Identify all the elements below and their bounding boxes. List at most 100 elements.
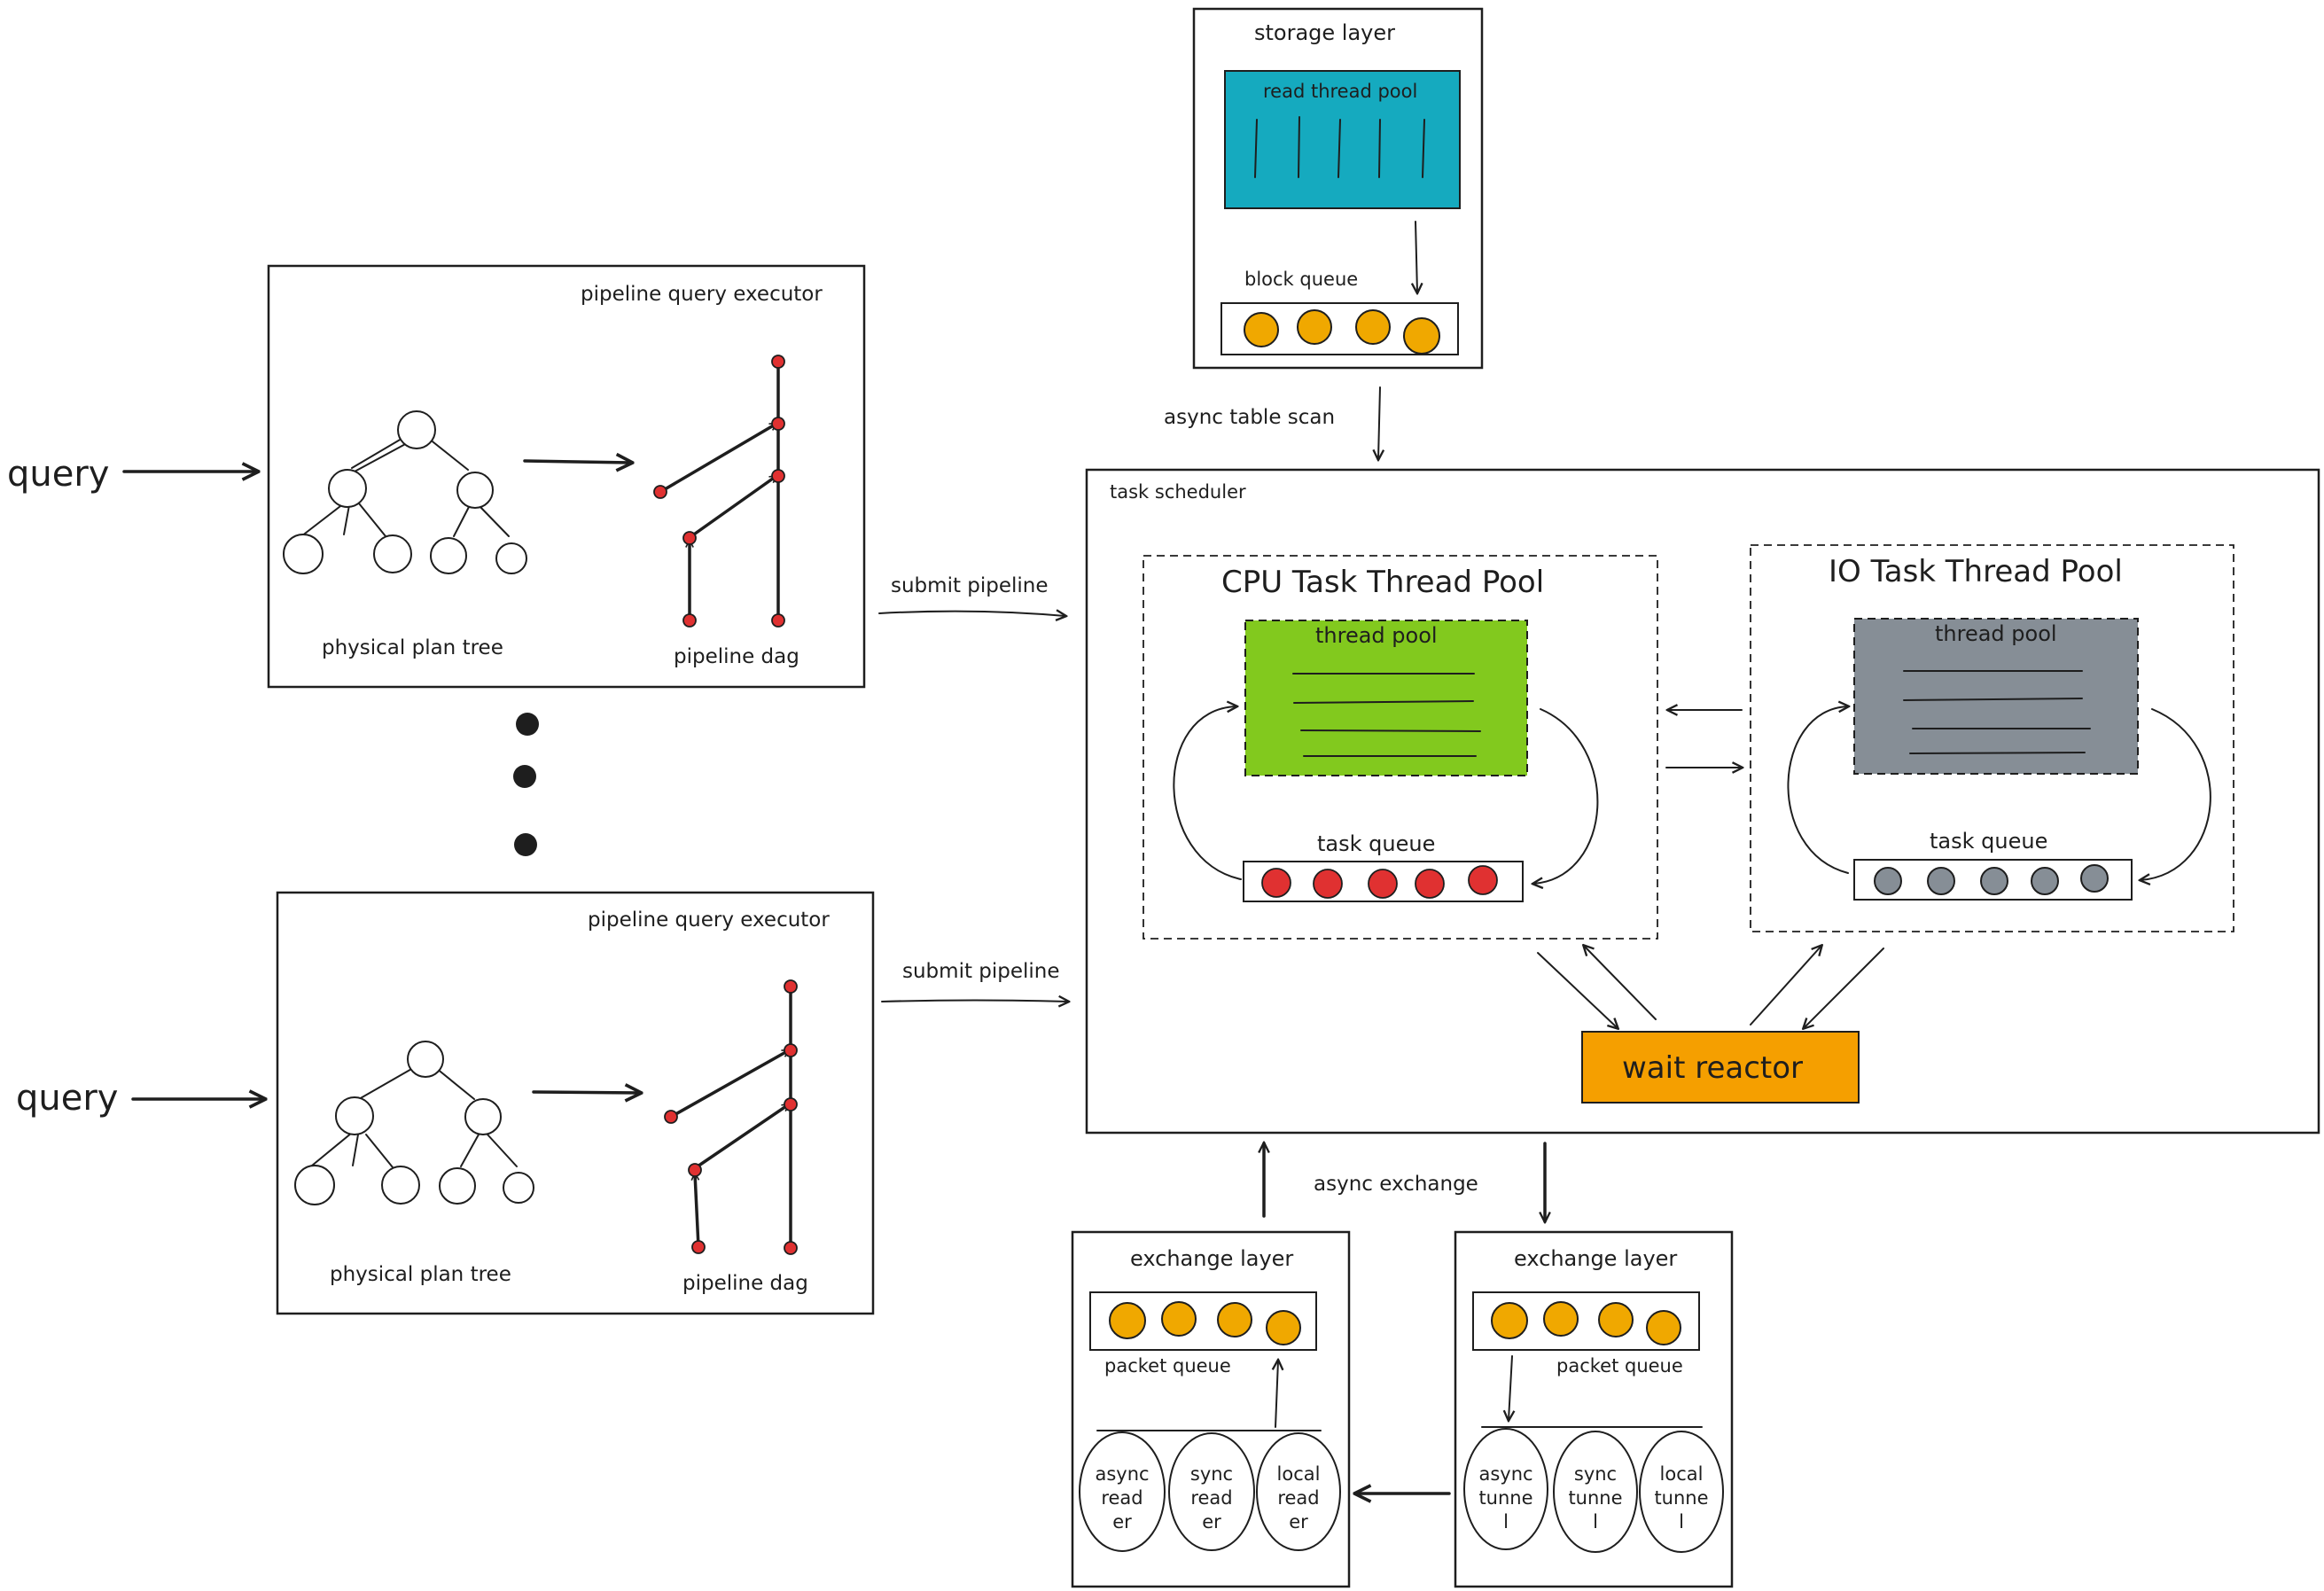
- io-to-reactor-arrow: [1804, 948, 1884, 1028]
- executor-1-title: pipeline query executor: [581, 283, 823, 306]
- executor-2-box: [276, 891, 875, 1315]
- dag-node: [771, 469, 785, 483]
- submit-pipeline-label-1: submit pipeline: [891, 574, 1049, 597]
- reactor-to-io-arrow: [1750, 946, 1821, 1026]
- io-thread-pool-label: thread pool: [1935, 621, 2057, 646]
- plan-node: [464, 1098, 502, 1135]
- block-item: [1244, 312, 1279, 347]
- io-loop-arrow-left: [1787, 706, 1848, 874]
- local-reader-node: [1256, 1432, 1341, 1551]
- plan-node: [503, 1172, 534, 1204]
- cpu-task: [1468, 865, 1498, 895]
- scan-arrow: [1378, 386, 1380, 459]
- packet-queue-right-label: packet queue: [1556, 1355, 1683, 1377]
- io-thread-pool: [1853, 618, 2139, 775]
- cpu-task-queue-label: task queue: [1317, 831, 1435, 856]
- dag-node: [688, 1163, 702, 1177]
- cpu-loop-arrow-right: [1533, 708, 1599, 884]
- plan-node: [283, 534, 324, 574]
- block-item: [1355, 309, 1391, 345]
- plan-to-dag-arrow-2: [532, 1092, 640, 1093]
- cpu-loop-arrow-left: [1173, 706, 1242, 880]
- io-loop-arrow-right: [2141, 708, 2211, 880]
- task-scheduler-box: [1085, 468, 2320, 1135]
- query-label-1: query: [7, 454, 109, 495]
- async-tunnel-node: [1463, 1428, 1548, 1550]
- plan-node: [328, 469, 367, 508]
- packet: [1543, 1301, 1579, 1337]
- read-thread-pool: [1224, 70, 1461, 209]
- cpu-pool-frame: [1143, 555, 1658, 940]
- submit-pipeline-label-2: submit pipeline: [902, 960, 1060, 983]
- pipeline-dag-2-label: pipeline dag: [682, 1272, 808, 1295]
- async-reader-node: [1079, 1431, 1166, 1552]
- plan-node: [407, 1041, 444, 1078]
- local-tunnel-node: [1639, 1431, 1724, 1553]
- packet: [1217, 1302, 1252, 1338]
- packet-queue-left-label: packet queue: [1104, 1355, 1231, 1377]
- plan-node: [439, 1167, 476, 1205]
- task-scheduler: task scheduler CPU Task Thread Pool thre…: [1085, 468, 2320, 1135]
- dag-node: [771, 417, 785, 431]
- wait-reactor: [1581, 1031, 1860, 1104]
- cpu-threads: [1292, 673, 1481, 757]
- dag-node: [771, 355, 785, 369]
- sync-reader-node: [1168, 1432, 1255, 1551]
- block-queue-label: block queue: [1244, 269, 1358, 290]
- pool-to-block-queue-arrow: [1415, 221, 1417, 292]
- query-label-2: query: [16, 1078, 118, 1119]
- executor-1: pipeline query executor physical plan tr…: [267, 264, 866, 689]
- exchange-left-title: exchange layer: [1130, 1246, 1293, 1271]
- cpu-task-thread-pool: CPU Task Thread Pool thread pool task qu…: [1143, 555, 1658, 940]
- cpu-task: [1261, 868, 1291, 898]
- plan-node: [381, 1166, 420, 1205]
- storage-layer: storage layer read thread pool block que…: [1192, 7, 1484, 370]
- dag-node: [682, 531, 697, 545]
- wait-reactor-label: wait reactor: [1622, 1050, 1803, 1086]
- dag-node: [784, 979, 798, 994]
- executor-2: pipeline query executor physical plan tr…: [276, 891, 875, 1315]
- async-exchange-label: async exchange: [1314, 1173, 1478, 1196]
- block-item: [1403, 317, 1440, 355]
- cpu-thread-pool-label: thread pool: [1315, 623, 1438, 648]
- dag-node: [691, 1240, 706, 1254]
- cpu-task: [1313, 869, 1343, 899]
- pipeline-dag-2: [664, 979, 798, 1255]
- io-task: [2080, 864, 2109, 893]
- cpu-thread-pool: [1244, 620, 1528, 776]
- packet: [1161, 1301, 1197, 1337]
- block-item: [1297, 309, 1332, 345]
- dag-node: [664, 1110, 678, 1124]
- packet: [1598, 1302, 1634, 1338]
- pipeline-dag-1-label: pipeline dag: [674, 645, 799, 668]
- read-threads: [1254, 116, 1425, 178]
- dag-node: [771, 613, 785, 628]
- plan-node: [430, 537, 467, 574]
- plan-node: [397, 410, 436, 449]
- io-pool-title: IO Task Thread Pool: [1829, 554, 2123, 589]
- plan-node: [335, 1096, 374, 1135]
- read-thread-pool-label: read thread pool: [1263, 81, 1417, 102]
- readers-to-queue-arrow: [1275, 1361, 1278, 1428]
- submit-arrow-1: [878, 612, 1065, 616]
- submit-arrow-2: [881, 1001, 1068, 1002]
- packet: [1491, 1302, 1528, 1339]
- plan-tree-2: [294, 1041, 534, 1205]
- io-task: [1927, 867, 1955, 895]
- plan-node: [456, 472, 494, 509]
- executor-1-box: [267, 264, 866, 689]
- plan-tree-2-label: physical plan tree: [330, 1263, 511, 1286]
- ellipsis-dot: [516, 713, 539, 736]
- io-threads: [1903, 670, 2091, 754]
- executor-2-title: pipeline query executor: [588, 909, 830, 932]
- task-scheduler-title: task scheduler: [1110, 481, 1246, 503]
- dag-node: [653, 485, 667, 499]
- cpu-task: [1368, 869, 1398, 899]
- sync-tunnel-node: [1553, 1431, 1638, 1553]
- storage-layer-title: storage layer: [1254, 20, 1395, 45]
- io-task: [2031, 867, 2059, 895]
